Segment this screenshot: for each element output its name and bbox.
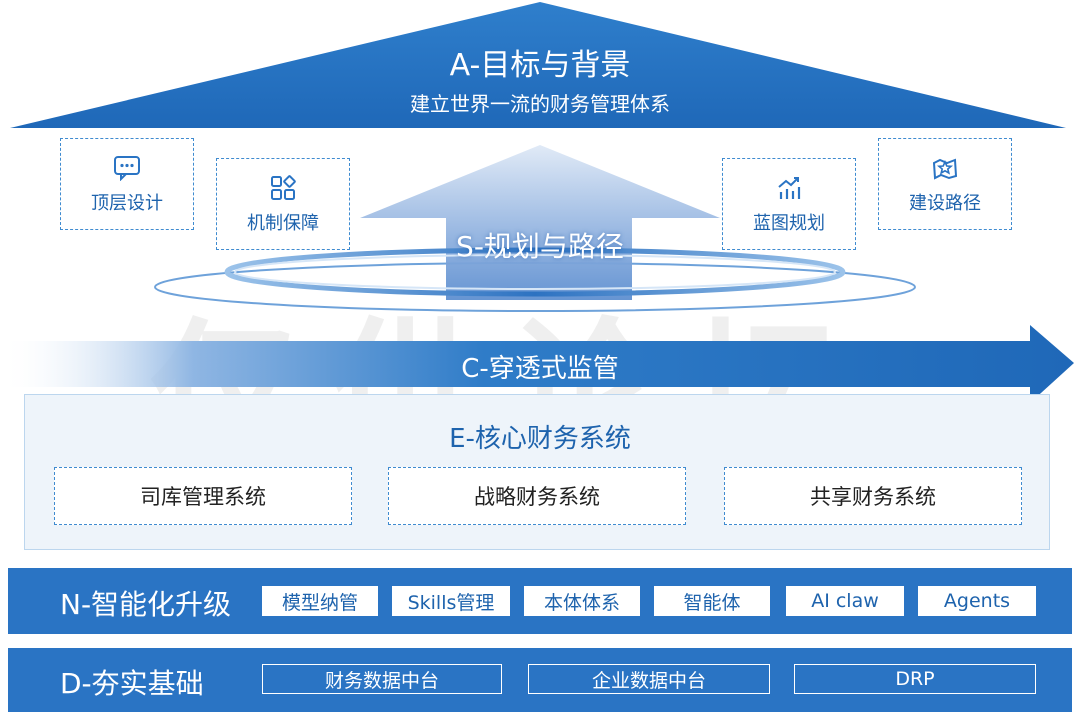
core-item-treasury: 司库管理系统 [54,467,352,525]
box-top-design-label: 顶层设计 [91,193,163,214]
chip-drp: DRP [794,664,1036,694]
box-mechanism-label: 机制保障 [247,213,319,234]
foundation-band: D-夯实基础 财务数据中台 企业数据中台 DRP [8,648,1072,712]
strategy-arrow-graphic [154,145,916,312]
chart-icon [774,173,804,203]
goal-subtitle: 建立世界一流的财务管理体系 [410,92,670,116]
foundation-title: D-夯实基础 [60,667,204,700]
chip-skills-management: Skills管理 [392,586,510,616]
intelligence-title: N-智能化升级 [60,588,232,621]
core-item-shared-finance: 共享财务系统 [724,467,1022,525]
box-construction-path-label: 建设路径 [909,193,981,214]
supervision-arrow [0,325,1074,403]
strategy-title: S-规划与路径 [456,230,624,263]
chip-agent: 智能体 [654,586,770,616]
box-blueprint-label: 蓝图规划 [753,213,825,234]
chip-agents: Agents [918,586,1036,616]
intelligence-band: N-智能化升级 模型纳管 Skills管理 本体体系 智能体 AI claw A… [8,568,1072,634]
chip-enterprise-data-platform: 企业数据中台 [528,664,770,694]
box-top-design: 顶层设计 [60,138,194,230]
box-mechanism: 机制保障 [216,158,350,250]
chip-model-management: 模型纳管 [262,586,378,616]
core-item-strategic-finance: 战略财务系统 [388,467,686,525]
chip-ontology: 本体体系 [524,586,640,616]
strategy-arrow [360,145,720,300]
apps-icon [268,173,298,203]
core-system-title: E-核心财务系统 [449,424,631,454]
supervision-title: C-穿透式监管 [461,354,619,384]
map-star-icon [930,153,960,183]
box-construction-path: 建设路径 [878,138,1012,230]
chat-icon [112,153,142,183]
roof-triangle [10,2,1066,128]
chip-finance-data-platform: 财务数据中台 [262,664,502,694]
goal-title: A-目标与背景 [449,48,631,83]
box-blueprint: 蓝图规划 [722,158,856,250]
chip-ai-claw: AI claw [786,586,904,616]
